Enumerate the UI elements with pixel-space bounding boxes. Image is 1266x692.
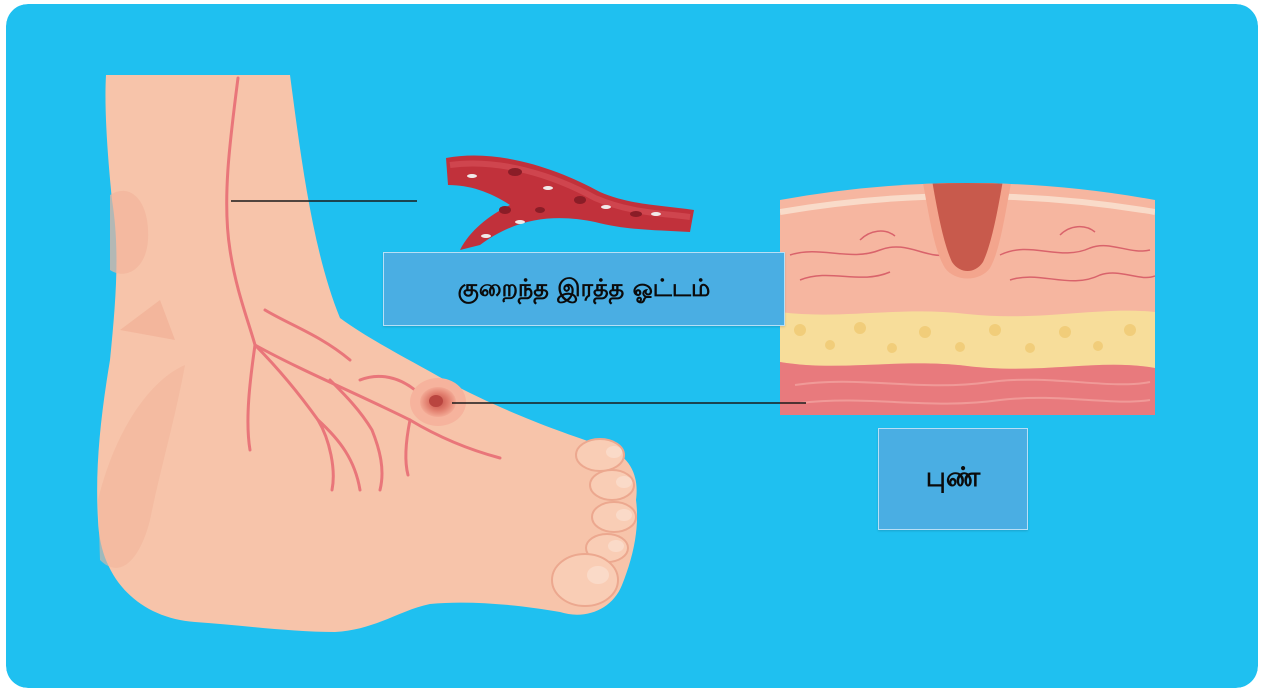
skin-cross-section-icon [780, 160, 1155, 420]
diagram-artwork [6, 4, 1258, 688]
poor-circulation-label: குறைந்த இரத்த ஓட்டம் [458, 274, 711, 305]
poor-circulation-label-box: குறைந்த இரத்த ஓட்டம் [383, 252, 785, 326]
ulcer-wound-icon [410, 378, 466, 426]
ulcer-label-box: புண் [878, 428, 1028, 530]
ulcer-label: புண் [926, 462, 980, 497]
diagram-canvas: குறைந்த இரத்த ஓட்டம் புண் [6, 4, 1258, 688]
